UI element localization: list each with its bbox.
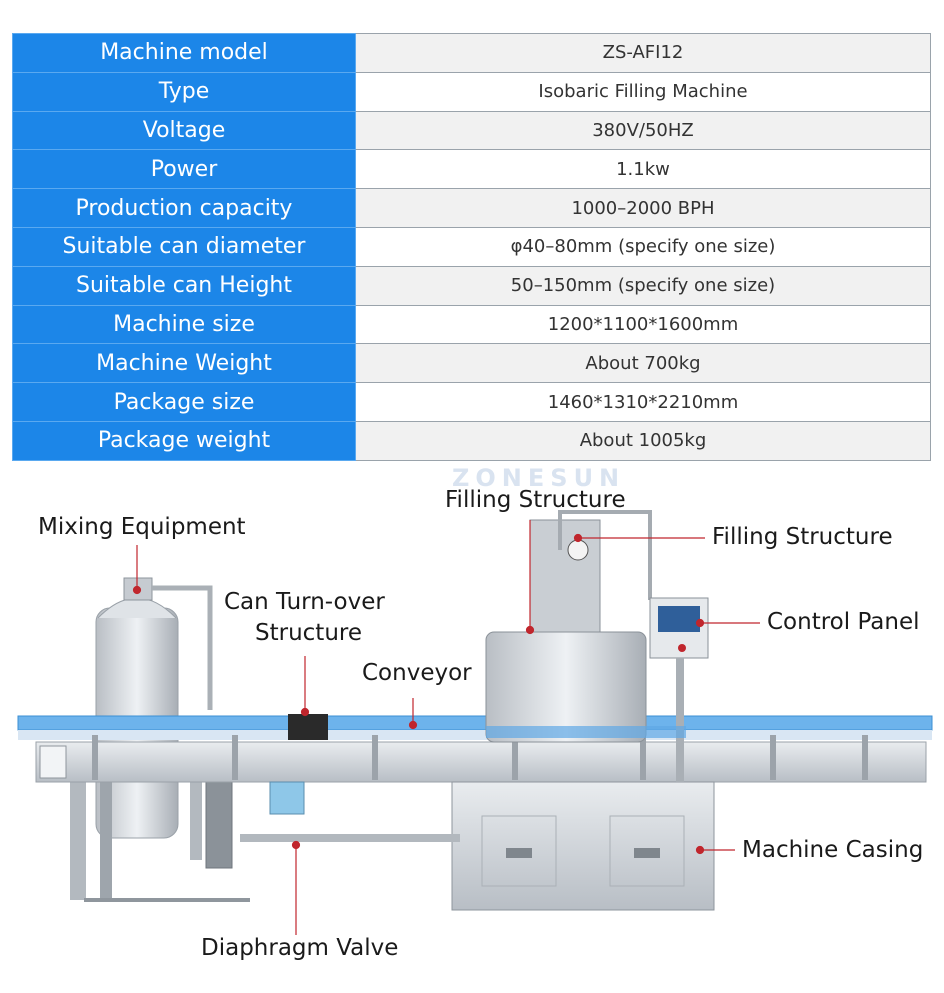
spec-key: Machine size xyxy=(12,304,356,345)
spec-value: 380V/50HZ xyxy=(355,110,931,151)
spec-value: 1460*1310*2210mm xyxy=(355,382,931,422)
label-conveyor: Conveyor xyxy=(362,660,472,686)
label-control-panel: Control Panel xyxy=(767,609,920,635)
label-can-turnover: Can Turn-over xyxy=(224,589,385,615)
conveyor xyxy=(17,715,933,783)
watermark: ZONESUN xyxy=(452,464,625,492)
spec-key: Package size xyxy=(12,382,356,422)
spec-value: 1000–2000 BPH xyxy=(355,188,931,228)
label-mixing-equipment: Mixing Equipment xyxy=(38,514,246,540)
spec-key: Package weight xyxy=(12,420,356,461)
can-turnover-block xyxy=(288,714,328,740)
spec-value: About 700kg xyxy=(355,343,931,384)
spec-value: 50–150mm (specify one size) xyxy=(355,265,931,306)
label-filling-structure-top: Filling Structure xyxy=(445,487,626,513)
spec-value: 1.1kw xyxy=(355,149,931,190)
spec-key: Production capacity xyxy=(12,188,356,228)
label-machine-casing: Machine Casing xyxy=(742,837,924,863)
filling-machine xyxy=(240,510,715,911)
label-diaphragm-valve: Diaphragm Valve xyxy=(201,935,399,961)
spec-key: Voltage xyxy=(12,110,356,151)
spec-key: Power xyxy=(12,149,356,190)
machine-illustration: ZONESUN xyxy=(17,464,933,935)
spec-key: Suitable can Height xyxy=(12,265,356,306)
spec-value: φ40–80mm (specify one size) xyxy=(355,226,931,267)
spec-value: 1200*1100*1600mm xyxy=(355,304,931,345)
label-can-turnover-2: Structure xyxy=(255,620,362,646)
label-filling-structure-right: Filling Structure xyxy=(712,524,893,550)
spec-value: Isobaric Filling Machine xyxy=(355,71,931,112)
spec-value: ZS-AFI12 xyxy=(355,33,931,73)
spec-value: About 1005kg xyxy=(355,420,931,461)
spec-key: Suitable can diameter xyxy=(12,226,356,267)
spec-key: Machine model xyxy=(12,33,356,73)
spec-key: Machine Weight xyxy=(12,343,356,384)
spec-key: Type xyxy=(12,71,356,112)
